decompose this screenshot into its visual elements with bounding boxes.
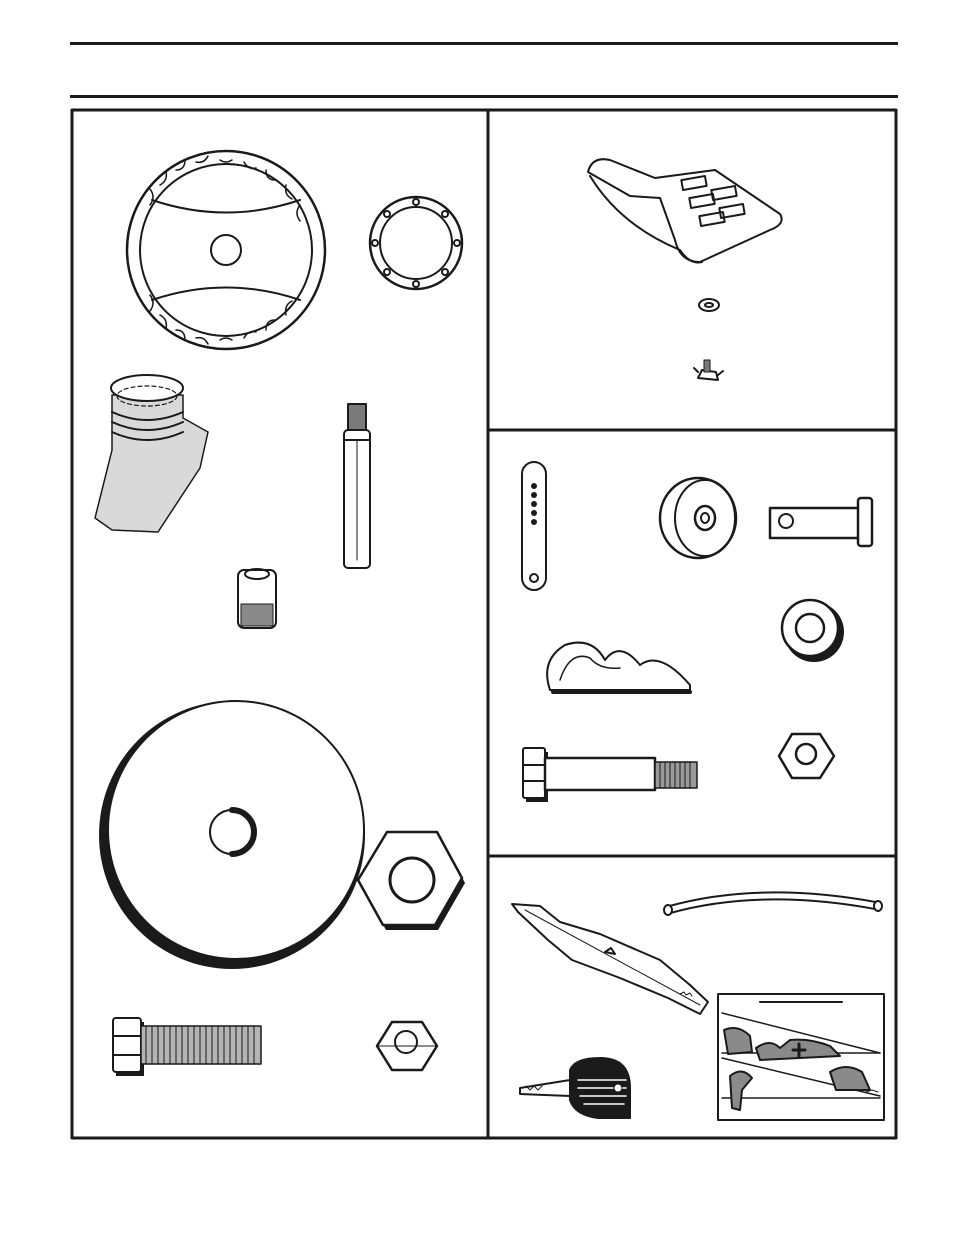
steering-extension-shaft <box>344 404 370 568</box>
steering-adapter <box>238 569 276 628</box>
flat-washer <box>782 600 844 662</box>
page-footer <box>70 1150 898 1210</box>
wing-bolt <box>694 360 723 380</box>
hex-bushing <box>358 832 465 930</box>
hairpin-clip <box>547 643 690 692</box>
steering-shaft-cover <box>95 375 208 532</box>
lock-nut <box>779 734 834 778</box>
fuel-hose <box>664 896 882 915</box>
seat-washer <box>699 299 719 311</box>
washer-large <box>99 701 365 969</box>
safety-decal <box>718 994 884 1120</box>
steering-wheel <box>127 151 325 349</box>
ignition-key <box>520 1058 630 1118</box>
shoulder-bolt <box>523 748 697 802</box>
hex-nut <box>377 1022 437 1070</box>
hex-bolt <box>113 1018 261 1076</box>
seat <box>588 159 782 262</box>
clevis-pin <box>770 498 872 546</box>
deck-link <box>522 462 546 590</box>
panel-steering-parts <box>95 151 465 1076</box>
panel-misc-parts <box>512 896 884 1120</box>
deck-gauge-wheel <box>660 478 736 558</box>
panel-deck-parts <box>522 462 872 802</box>
steering-wheel-insert <box>370 197 462 289</box>
mower-blade <box>512 904 708 1014</box>
panel-seat-parts <box>588 159 782 380</box>
parts-frame <box>72 110 896 1138</box>
